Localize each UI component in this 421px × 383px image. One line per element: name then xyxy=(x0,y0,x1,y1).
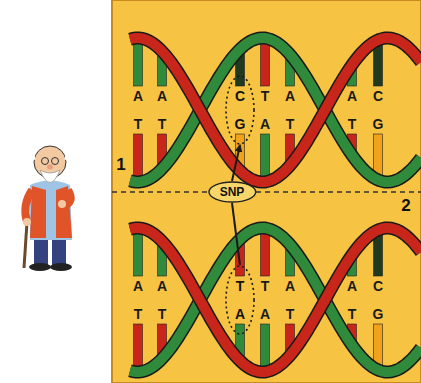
snp-pointer-line xyxy=(232,145,240,181)
base-letter: A xyxy=(260,117,270,131)
panel xyxy=(112,0,421,383)
arm xyxy=(25,190,32,222)
base-letter: T xyxy=(286,117,295,131)
glasses xyxy=(52,158,59,165)
base-letter: A xyxy=(235,307,245,321)
hand xyxy=(58,200,66,208)
callout-number: 2 xyxy=(401,197,410,214)
dna-strand xyxy=(130,228,421,372)
snp-pointer-line xyxy=(232,203,240,265)
base-letter: A xyxy=(347,89,357,103)
base-letter: A xyxy=(347,279,357,293)
base-rung xyxy=(134,228,143,276)
base-letter: C xyxy=(235,89,245,103)
dna-strand xyxy=(130,228,421,372)
base-letter: A xyxy=(157,279,167,293)
strand-outline xyxy=(130,38,421,182)
base-letter: T xyxy=(348,117,357,131)
dotted-ellipse xyxy=(226,76,254,144)
base-letter: C xyxy=(373,279,383,293)
dotted-ellipse xyxy=(225,75,255,145)
base-letter: T xyxy=(261,89,270,103)
base-rung xyxy=(134,134,143,182)
dotted-ellipse xyxy=(226,266,254,334)
strand-outline xyxy=(130,228,421,372)
base-letter: T xyxy=(261,279,270,293)
hair xyxy=(33,148,68,160)
base-letter: C xyxy=(373,89,383,103)
base-letter: A xyxy=(133,279,143,293)
strand-outline xyxy=(130,228,421,372)
shirt xyxy=(30,181,72,241)
shoe xyxy=(29,263,51,271)
base-letter: T xyxy=(348,307,357,321)
base-letter: T xyxy=(286,307,295,321)
cane xyxy=(24,222,27,268)
base-rung xyxy=(134,38,143,86)
base-letter: A xyxy=(285,89,295,103)
dna-strand xyxy=(130,38,421,182)
callout-number: 1 xyxy=(116,156,125,173)
beard xyxy=(40,170,60,183)
snp-highlight-ellipse: TA xyxy=(225,265,255,335)
base-letter: A xyxy=(285,279,295,293)
base-letter: T xyxy=(158,117,167,131)
nose xyxy=(47,165,53,170)
base-letter: T xyxy=(134,117,143,131)
dna-strand xyxy=(130,38,421,182)
base-letter: T xyxy=(134,307,143,321)
strand-outline xyxy=(130,38,421,182)
dna-helix-group xyxy=(130,38,421,372)
oval-outline xyxy=(209,182,256,202)
base-letter: A xyxy=(157,89,167,103)
base-letter: G xyxy=(373,307,384,321)
base-letter: T xyxy=(158,307,167,321)
vest xyxy=(56,186,72,238)
base-letter: G xyxy=(373,117,384,131)
hand xyxy=(23,218,31,226)
base-letter: A xyxy=(260,307,270,321)
glasses xyxy=(42,158,49,165)
old-man xyxy=(23,146,72,271)
shoe xyxy=(50,263,72,271)
node-label: SNP xyxy=(220,186,245,198)
base-letter: T xyxy=(236,279,245,293)
base-rung xyxy=(134,324,143,372)
base-letter: G xyxy=(235,117,246,131)
arm xyxy=(66,190,71,205)
divider-line xyxy=(112,191,421,193)
base-letter: A xyxy=(133,89,143,103)
snp-highlight-ellipse: CG xyxy=(225,75,255,145)
dotted-ellipse xyxy=(225,265,255,335)
snp-oval: SNP xyxy=(208,181,257,203)
